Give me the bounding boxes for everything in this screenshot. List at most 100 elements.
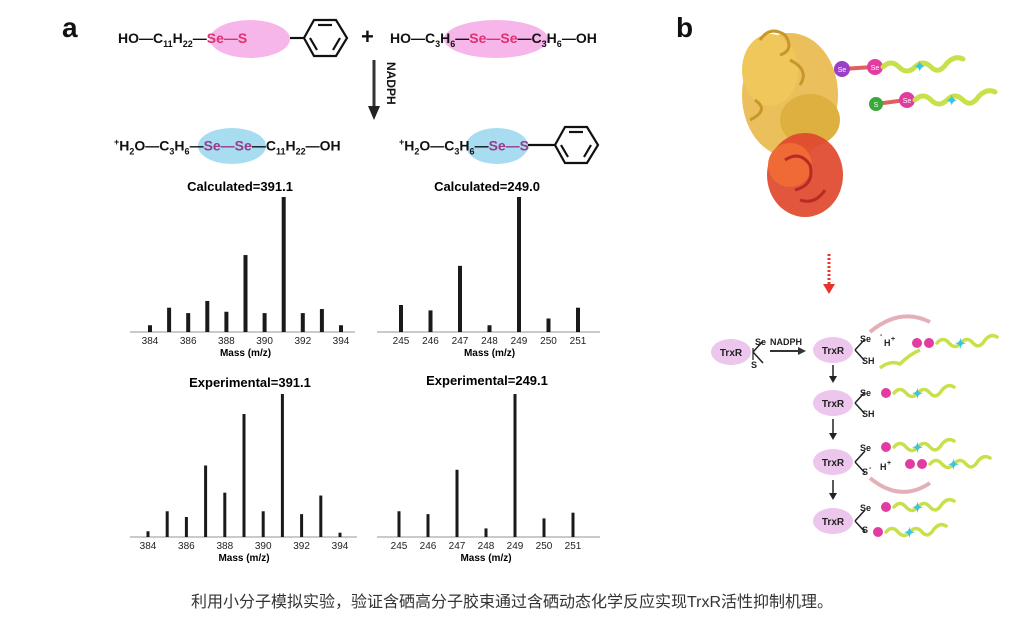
x-tick-label: 386 bbox=[178, 541, 195, 552]
blue-highlight-2 bbox=[466, 128, 528, 164]
spectrum-peak bbox=[280, 394, 284, 537]
formula-part: 22 bbox=[182, 38, 193, 49]
chart-title: Experimental=249.1 bbox=[426, 373, 548, 388]
x-tick-label: 247 bbox=[449, 541, 466, 552]
spectrum-peak bbox=[300, 514, 304, 537]
chart-title: Calculated=249.0 bbox=[434, 179, 540, 194]
x-tick-label: 392 bbox=[294, 336, 311, 347]
star-icon: ✦ bbox=[904, 525, 915, 540]
spectrum-peak bbox=[542, 518, 546, 537]
formula-part: 3 bbox=[454, 146, 460, 157]
formula-part: H bbox=[172, 30, 183, 46]
se-bead bbox=[924, 338, 934, 348]
spectrum-peak bbox=[261, 511, 265, 537]
atom-label: Se bbox=[860, 334, 871, 344]
spectrum-peak bbox=[148, 325, 152, 332]
spectrum-peak bbox=[167, 307, 172, 332]
attack-arrow bbox=[868, 314, 931, 334]
formula-part: H bbox=[119, 137, 130, 154]
spectrum-peak bbox=[223, 492, 227, 537]
formula-part: H bbox=[404, 137, 415, 154]
step-arrow-head bbox=[829, 493, 837, 500]
atom-label: Se bbox=[755, 337, 766, 347]
polymer-chain bbox=[935, 333, 999, 349]
star-icon: ✦ bbox=[912, 440, 923, 455]
atom-label: H bbox=[884, 338, 891, 348]
x-tick-label: 251 bbox=[570, 336, 587, 347]
x-tick-label: 394 bbox=[333, 336, 350, 347]
formula-part: 6 bbox=[469, 146, 475, 157]
figure-caption: 利用小分子模拟实验，验证含硒高分子胶束通过含硒动态化学反应实现TrxR活性抑制机… bbox=[190, 594, 834, 611]
spectrum-peak bbox=[426, 514, 430, 537]
x-tick-label: 251 bbox=[565, 541, 582, 552]
se-bead bbox=[912, 338, 922, 348]
formula-part: 3 bbox=[169, 146, 175, 157]
formula-part: H bbox=[174, 137, 185, 154]
trxr-enzyme-ellipse bbox=[813, 449, 853, 475]
nadph-label: NADPH bbox=[770, 337, 802, 347]
chart-title: Calculated=391.1 bbox=[187, 179, 293, 194]
spectrum-peak bbox=[319, 495, 323, 537]
spectrum-peak bbox=[458, 265, 462, 332]
bond-lines bbox=[854, 450, 866, 474]
spectrum-peak bbox=[243, 255, 248, 332]
spectrum-peak bbox=[281, 197, 286, 332]
spectrum-peak bbox=[184, 516, 188, 537]
formula-part: 3 bbox=[541, 38, 547, 49]
panel-label-b: b bbox=[676, 12, 694, 43]
x-tick-label: 246 bbox=[422, 336, 439, 347]
formula-part: 3 bbox=[435, 38, 441, 49]
trxr-enzyme-ellipse bbox=[711, 339, 751, 365]
x-tick-label: 248 bbox=[478, 541, 495, 552]
panel-label-a: a bbox=[62, 12, 78, 43]
atom-label: SH bbox=[862, 409, 875, 419]
atom-label: + bbox=[887, 460, 891, 467]
spectrum-peak bbox=[339, 325, 343, 332]
x-tick-label: 394 bbox=[332, 541, 349, 552]
x-tick-label: 246 bbox=[420, 541, 437, 552]
reaction-arrow-down bbox=[368, 60, 380, 120]
step-arrow-head bbox=[829, 433, 837, 440]
reagent-1-formula: HO—C11H22—Se—S bbox=[118, 31, 247, 49]
formula-part: HO—C bbox=[390, 30, 436, 46]
formula-part: 11 bbox=[275, 146, 286, 157]
x-tick-label: 249 bbox=[507, 541, 524, 552]
x-tick-label: 390 bbox=[256, 336, 273, 347]
atom-label: Se bbox=[903, 98, 912, 105]
benzene-ring-2 bbox=[527, 125, 600, 165]
trxr-label: TrxR bbox=[822, 458, 845, 469]
formula-part: O—C bbox=[419, 137, 455, 154]
star-icon: ✦ bbox=[945, 93, 958, 110]
attack-arrow bbox=[868, 476, 932, 494]
formula-part: O—C bbox=[134, 137, 170, 154]
se-bead bbox=[917, 459, 927, 469]
formula-part: 22 bbox=[295, 146, 306, 157]
atom-label: Se bbox=[860, 388, 871, 398]
selenium-group: Se—S bbox=[206, 30, 248, 46]
spectrum-peak bbox=[455, 469, 459, 537]
polymer-chain bbox=[928, 454, 992, 470]
formula-part: — bbox=[455, 30, 470, 46]
spectrum-peak bbox=[546, 318, 551, 332]
atom-label: - bbox=[869, 465, 872, 472]
formula-part: — bbox=[474, 137, 489, 154]
atom-label: S bbox=[862, 525, 868, 535]
formula-part: 6 bbox=[556, 38, 562, 49]
spectrum-peak bbox=[428, 310, 433, 332]
s-atom-bead bbox=[869, 97, 883, 111]
spectrum-peak bbox=[338, 532, 342, 537]
x-tick-label: 388 bbox=[218, 336, 235, 347]
chart-title: Experimental=391.1 bbox=[189, 375, 311, 390]
selenium-group: Se—S bbox=[488, 137, 530, 154]
spectrum-peak bbox=[224, 311, 229, 332]
formula-part: 6 bbox=[450, 38, 456, 49]
x-tick-label: 384 bbox=[142, 336, 159, 347]
x-tick-label: 250 bbox=[540, 336, 557, 347]
spectrum-peak bbox=[487, 325, 492, 332]
star-icon: ✦ bbox=[912, 500, 923, 515]
trxr-label: TrxR bbox=[720, 348, 743, 359]
se-bead bbox=[881, 502, 891, 512]
formula-part: —OH bbox=[561, 30, 597, 46]
spectrum-peak bbox=[517, 197, 521, 332]
polymer-chain bbox=[892, 383, 956, 399]
